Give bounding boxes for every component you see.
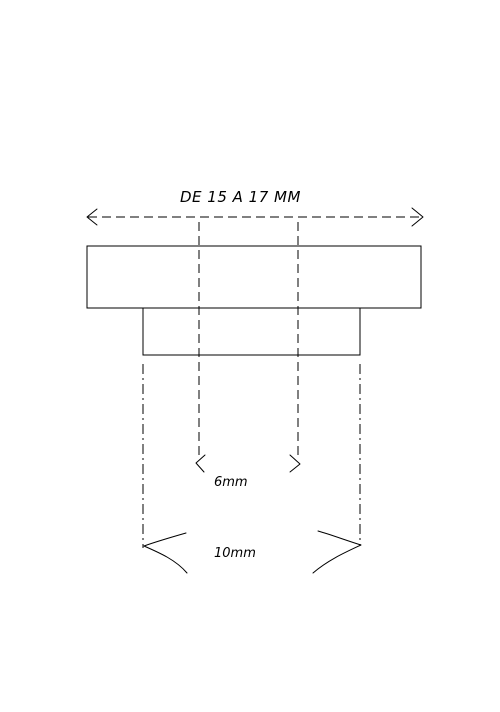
outer-dimension-label: 10mm	[214, 546, 256, 561]
outer-dimension-arrow-right	[312, 530, 362, 574]
overall-dimension-arrow-left	[86, 208, 98, 226]
overall-dimension-arrow-right	[411, 207, 424, 227]
flange-outline	[86, 245, 422, 309]
inner-dimension-arrow-left	[195, 454, 206, 473]
outer-dimension-arrow-left	[143, 532, 188, 574]
inner-dimension-arrow-right	[289, 454, 301, 473]
body-outline	[142, 308, 361, 356]
overall-dimension-label: DE 15 A 17 MM	[180, 188, 301, 206]
inner-dimension-label: 6mm	[214, 475, 248, 490]
